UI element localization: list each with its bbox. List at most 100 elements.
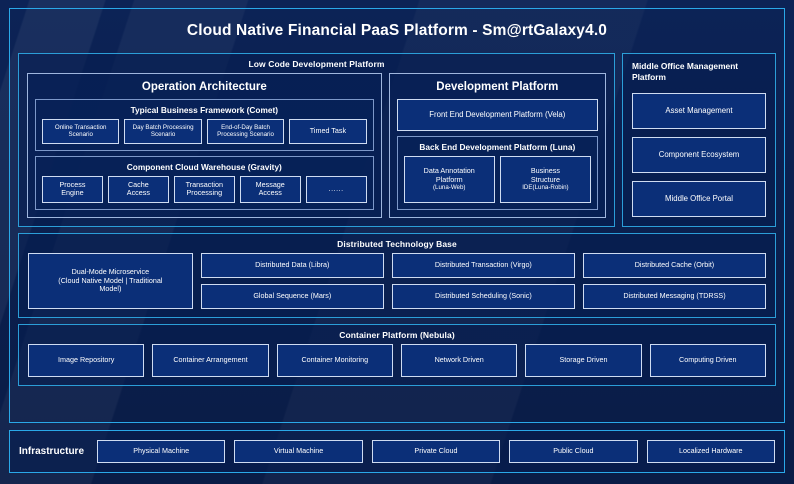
tile-global-sequence-mars[interactable]: Global Sequence (Mars) [200,284,384,309]
tile-storage-driven[interactable]: Storage Driven [525,344,642,377]
tile-line-2: Processing [186,188,223,198]
tile-asset-management[interactable]: Asset Management [632,92,766,129]
tile-label: Physical Machine [133,446,190,456]
panel-infrastructure: Infrastructure Physical Machine Virtual … [9,430,785,473]
component-cloud-warehouse-title: Component Cloud Warehouse (Gravity) [126,161,282,172]
tile-line-1: Online Transaction [54,124,107,132]
tile-line-1: Day Batch Processing [132,124,194,132]
development-platform-body: Front End Development Platform (Vela) Ba… [390,99,605,217]
title-bar: Cloud Native Financial PaaS Platform - S… [10,9,784,53]
tile-more-ellipsis[interactable]: ...... [305,175,367,203]
tile-localized-hardware[interactable]: Localized Hardware [646,440,775,463]
tile-line-2: Scenario [150,131,176,139]
row-low-code: Low Code Development Platform Operation … [18,53,776,227]
tile-public-cloud[interactable]: Public Cloud [509,440,638,463]
tile-business-structure-ide[interactable]: Business Structure IDE(Luna-Robin) [499,156,591,203]
tile-label: Middle Office Portal [665,194,733,204]
tile-message-access[interactable]: Message Access [239,175,301,203]
tile-line-1: Message [255,179,285,189]
tile-line-2: Access [258,188,282,198]
subpanel-development-platform: Development Platform Front End Developme… [388,73,606,218]
tile-transaction-processing[interactable]: Transaction Processing [173,175,235,203]
tile-label: Virtual Machine [273,446,324,456]
distributed-technology-base-body: Dual-Mode Microservice (Cloud Native Mod… [19,253,775,317]
distributed-technology-base-title: Distributed Technology Base [337,239,457,249]
group-typical-business-framework: Typical Business Framework (Comet) Onlin… [35,99,374,151]
tile-label: Network Driven [434,355,484,365]
tile-label: Distributed Data (Libra) [255,260,330,270]
tile-line-1: Process [59,179,86,189]
tile-distributed-messaging-tdrss[interactable]: Distributed Messaging (TDRSS) [582,284,767,309]
tile-data-annotation-platform[interactable]: Data Annotation Platform (Luna-Web) [403,156,495,203]
tile-label: Distributed Messaging (TDRSS) [623,291,726,301]
tile-label: Distributed Scheduling (Sonic) [435,291,532,301]
tile-line-2: Engine [61,188,84,198]
tile-container-monitoring[interactable]: Container Monitoring [276,344,393,377]
frame-body: Low Code Development Platform Operation … [10,53,784,414]
tile-online-transaction-scenario[interactable]: Online Transaction Scenario [42,119,120,144]
tile-label: Private Cloud [414,446,458,456]
tile-line-1: Transaction [185,179,223,189]
tile-cache-access[interactable]: Cache Access [107,175,169,203]
tile-virtual-machine[interactable]: Virtual Machine [234,440,363,463]
group-component-cloud-warehouse: Component Cloud Warehouse (Gravity) Proc… [35,155,374,210]
operation-architecture-body: Typical Business Framework (Comet) Onlin… [28,99,381,217]
tile-distributed-cache-orbit[interactable]: Distributed Cache (Orbit) [582,253,767,278]
middle-office-items: Asset Management Component Ecosystem Mid… [632,92,766,218]
middle-office-title: Middle Office Management Platform [632,61,739,83]
panel-container-platform: Container Platform (Nebula) Image Reposi… [18,324,776,386]
tile-label: Distributed Transaction (Virgo) [434,260,532,270]
tile-network-driven[interactable]: Network Driven [400,344,518,377]
tile-line-2: Structure [530,174,560,184]
group-back-end-development-platform: Back End Development Platform (Luna) Dat… [396,136,598,210]
front-end-label: Front End Development Platform (Vela) [429,110,566,120]
ellipsis-label: ...... [328,184,344,194]
tile-distributed-transaction-virgo[interactable]: Distributed Transaction (Virgo) [391,253,575,278]
tile-line-3: Model) [99,284,122,294]
tile-day-batch-processing-scenario[interactable]: Day Batch Processing Scenario [124,119,202,144]
tile-label: Component Ecosystem [658,150,740,160]
tile-component-ecosystem[interactable]: Component Ecosystem [632,136,766,173]
container-platform-body: Image Repository Container Arrangement C… [19,344,775,385]
back-end-title: Back End Development Platform (Luna) [419,142,576,152]
tile-distributed-scheduling-sonic[interactable]: Distributed Scheduling (Sonic) [391,284,575,309]
tile-end-of-day-batch-processing-scenario[interactable]: End-of-Day Batch Processing Scenario [206,119,285,144]
tile-container-arrangement[interactable]: Container Arrangement [152,344,269,377]
tile-line-2: Processing Scenario [217,131,274,139]
tile-line-3: (Luna-Web) [432,184,466,192]
tile-line-1: End-of-Day Batch [221,124,270,132]
tile-label: Global Sequence (Mars) [253,291,332,301]
tile-label: Localized Hardware [679,446,743,456]
tile-line-2: Platform [435,174,463,184]
tile-label: Storage Driven [559,355,608,365]
page-title: Cloud Native Financial PaaS Platform - S… [186,22,608,39]
tile-line-2: (Cloud Native Model | Traditional [58,275,163,285]
tile-process-engine[interactable]: Process Engine [42,175,103,203]
tile-line-3: IDE(Luna-Robin) [522,184,569,192]
tile-label: Container Arrangement [173,355,248,365]
tile-image-repository[interactable]: Image Repository [28,344,145,377]
tile-label: Container Monitoring [301,355,369,365]
tile-private-cloud[interactable]: Private Cloud [371,440,501,463]
distributed-column-2: Distributed Transaction (Virgo) Distribu… [391,253,575,309]
subpanel-operation-architecture: Operation Architecture Typical Business … [27,73,382,218]
operation-architecture-title: Operation Architecture [141,81,267,93]
tile-line-1: Cache [127,179,149,189]
component-cloud-warehouse-items: Process Engine Cache Access [36,175,373,209]
tile-label: Computing Driven [679,355,737,365]
tile-timed-task[interactable]: Timed Task [289,119,367,144]
tile-computing-driven[interactable]: Computing Driven [649,344,766,377]
tile-distributed-data-libra[interactable]: Distributed Data (Libra) [200,253,384,278]
tile-label: Asset Management [665,106,733,116]
low-code-title: Low Code Development Platform [248,59,385,69]
tile-line-1: Dual-Mode Microservice [71,267,150,277]
low-code-body: Operation Architecture Typical Business … [19,73,614,226]
distributed-column-3: Distributed Cache (Orbit) Distributed Me… [582,253,767,309]
tile-middle-office-portal[interactable]: Middle Office Portal [632,180,766,218]
tile-line-2: Scenario [68,131,93,139]
panel-middle-office-management: Middle Office Management Platform Asset … [622,53,776,227]
tile-physical-machine[interactable]: Physical Machine [97,440,226,463]
tile-dual-mode-microservice[interactable]: Dual-Mode Microservice (Cloud Native Mod… [28,253,193,309]
tile-front-end-development-platform[interactable]: Front End Development Platform (Vela) [396,99,598,131]
